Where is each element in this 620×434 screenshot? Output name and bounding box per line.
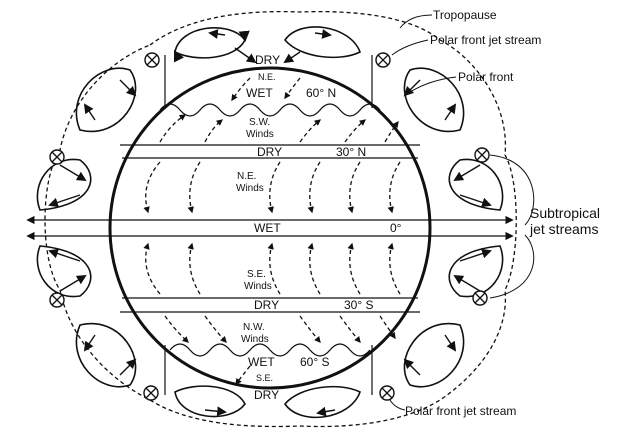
jet-stream-symbols	[49, 52, 490, 401]
ne-top-label: N.E.	[258, 72, 276, 82]
circle-x-icon	[144, 52, 160, 68]
tropopause-outline	[44, 10, 517, 428]
wet-equator-label: WET	[254, 221, 281, 235]
circle-x-icon	[49, 292, 65, 308]
se-winds-line2: Winds	[244, 281, 272, 292]
lat-0-label: 0°	[390, 221, 402, 235]
polar-jet-stream-top-label: Polar front jet stream	[430, 33, 541, 47]
sw-winds-line2: Winds	[246, 129, 274, 140]
dry-top-label: DRY	[255, 53, 280, 67]
lat-60s-label: 60° S	[300, 355, 329, 369]
leader-lines	[389, 14, 535, 411]
circle-x-icon	[474, 147, 490, 163]
lat-30n-label: 30° N	[336, 145, 366, 159]
dry-bottom-label: DRY	[254, 388, 279, 402]
ne-winds-line1: N.E.	[237, 171, 256, 182]
subtropical-label: Subtropical	[530, 205, 600, 221]
equator-outflow-arrows	[26, 215, 514, 241]
se-winds-line1: S.E.	[247, 269, 266, 280]
wet-south-label: WET	[248, 355, 275, 369]
lat-60n-label: 60° N	[306, 86, 336, 100]
polar-front-north	[159, 103, 381, 117]
polar-front-south	[169, 343, 371, 357]
circulation-cells	[36, 26, 504, 419]
lat-30s-label: 30° S	[344, 298, 373, 312]
earth-circle	[108, 66, 432, 390]
circle-x-icon	[49, 149, 65, 165]
circle-x-icon	[375, 52, 391, 68]
polar-jet-stream-bottom-label: Polar front jet stream	[405, 404, 516, 418]
dry-30s-label: DRY	[254, 298, 279, 312]
circle-x-icon	[379, 385, 395, 401]
jet-streams-label: jet streams	[529, 221, 598, 237]
circle-x-icon	[472, 290, 488, 306]
wet-north-label: WET	[246, 86, 273, 100]
nw-winds-line1: N.W.	[243, 322, 265, 333]
dry-30n-label: DRY	[257, 145, 282, 159]
se-bottom-label: S.E.	[256, 373, 273, 383]
ne-winds-line2: Winds	[236, 183, 264, 194]
latitude-lines	[110, 55, 430, 395]
nw-winds-line2: Winds	[241, 334, 269, 345]
surface-wind-arrows	[143, 77, 401, 386]
polar-front-label: Polar front	[458, 70, 514, 84]
tropopause-label: Tropopause	[433, 8, 497, 22]
sw-winds-line1: S.W.	[249, 117, 270, 128]
circle-x-icon	[143, 385, 159, 401]
